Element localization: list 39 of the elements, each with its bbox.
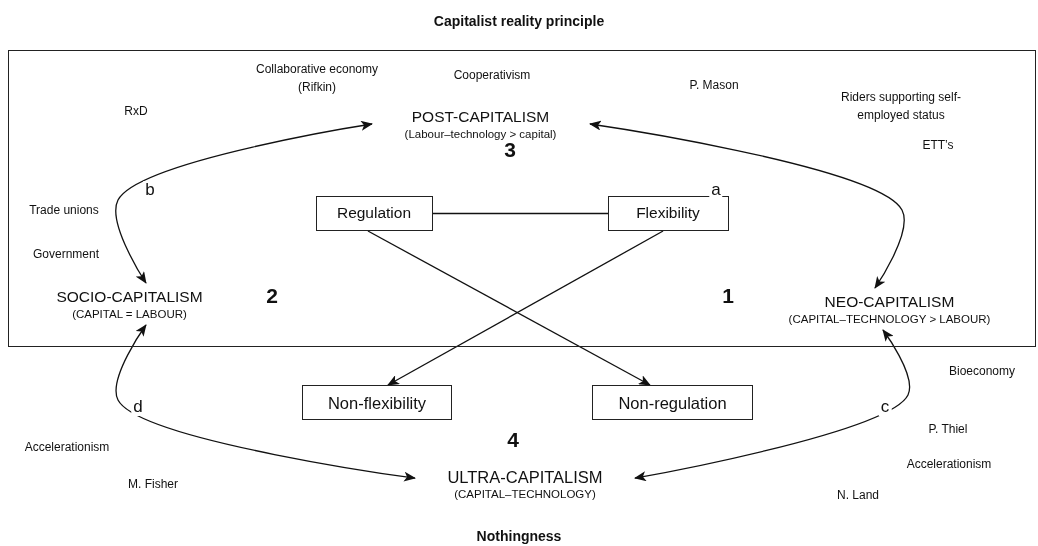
note-text: Accelerationism [24, 439, 110, 456]
note-text: RxD [124, 103, 148, 120]
stage-formula: (CAPITAL–TECHNOLOGY) [454, 487, 596, 501]
quadrant-number: 2 [266, 287, 278, 305]
note-text: Accelerationism [906, 456, 992, 473]
note-text: ETT’s [922, 137, 954, 154]
stage-formula: (Labour–technology > capital) [404, 126, 557, 141]
bottom-heading: Nothingness [476, 527, 562, 545]
note-text: Riders supporting self-employed status [839, 89, 963, 124]
note-text: P. Thiel [928, 421, 968, 438]
stage-title: SOCIO-CAPITALISM [56, 286, 203, 307]
note-text: Government [33, 246, 99, 263]
note-text: N. Land [837, 487, 879, 504]
concept-box: Regulation [315, 195, 433, 231]
note-text: Trade unions [29, 202, 99, 219]
connector-line [432, 212, 609, 215]
arrow [115, 324, 416, 482]
note-text: Cooperativism [453, 67, 531, 84]
stage-title: POST-CAPITALISM [411, 106, 550, 127]
note-text: M. Fisher [128, 476, 178, 493]
stage-title: NEO-CAPITALISM [824, 291, 955, 312]
heading: Capitalist reality principle [433, 12, 605, 30]
quadrant-number: 4 [507, 431, 519, 449]
note-text: Collaborative economy (Rifkin) [254, 61, 380, 96]
arrow [115, 120, 373, 284]
note-text: P. Mason [689, 77, 739, 94]
concept-box: Non-regulation [592, 385, 753, 420]
quadrant-number: 1 [722, 287, 734, 305]
note-text: Bioeconomy [949, 363, 1015, 380]
frame-box [8, 50, 1036, 347]
arrow [634, 329, 911, 482]
edge-label: d [131, 398, 145, 416]
concept-box: Flexibility [607, 195, 729, 231]
quadrant-number: 3 [504, 141, 516, 159]
concept-box: Non-flexibility [302, 385, 452, 420]
stage-formula: (CAPITAL = LABOUR) [72, 306, 187, 321]
stage-title: ULTRA-CAPITALISM [447, 467, 603, 487]
arrow [589, 120, 905, 289]
stage-formula: (CAPITAL–TECHNOLOGY > LABOUR) [788, 311, 991, 326]
